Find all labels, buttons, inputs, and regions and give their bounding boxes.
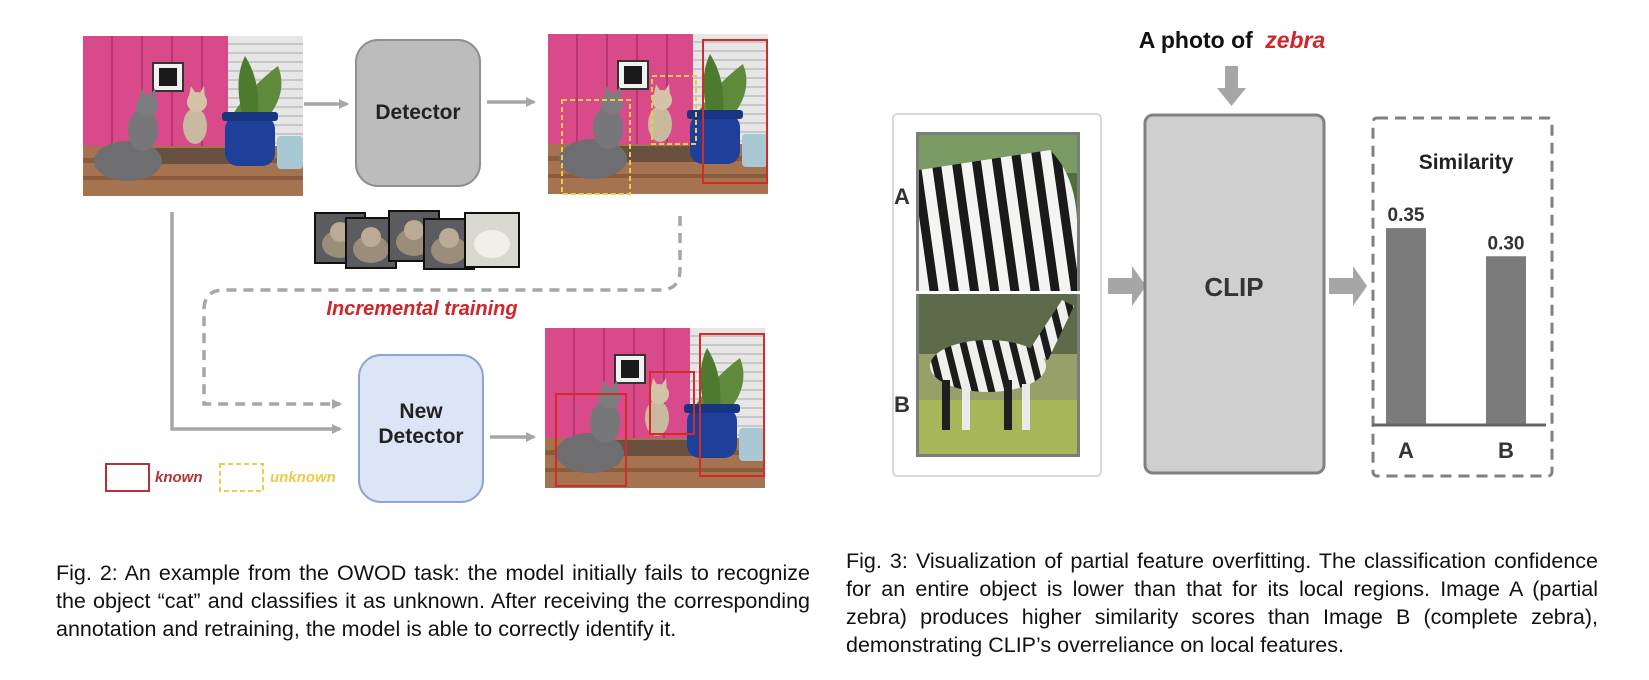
similarity-value-label-a: 0.35 [1388, 205, 1425, 226]
incremental-training-label: Incremental training [326, 298, 517, 320]
similarity-category-label-b: B [1498, 438, 1514, 463]
incremental-training-path [202, 216, 682, 409]
clip-prompt-prefix: A photo of [1139, 27, 1253, 53]
arrow-image-to-clip [1108, 266, 1146, 306]
known-box-cat-left [555, 393, 627, 487]
image-label-a: A [894, 184, 910, 209]
similarity-bar-b [1486, 256, 1526, 425]
similarity-category-label-a: A [1398, 438, 1414, 463]
new-detector-box: New Detector [358, 354, 484, 503]
new-detector-label-line1: New [399, 400, 443, 423]
known-box-plant-bottom [699, 333, 765, 477]
zebra-image-panel [892, 113, 1102, 477]
similarity-title: Similarity [1419, 151, 1514, 174]
figure-2-caption: Fig. 2: An example from the OWOD task: t… [56, 560, 810, 641]
zebra-image-b [919, 294, 1077, 454]
clip-model-box: CLIP [1143, 113, 1326, 475]
legend-known-label: known [155, 469, 203, 486]
similarity-value-label-b: 0.30 [1488, 233, 1525, 254]
similarity-bar-chart: 0.35A 0.30B [1386, 205, 1526, 463]
clip-prompt: A photo of zebra [1139, 27, 1326, 53]
prompt-down-arrow [1217, 66, 1246, 106]
new-detector-label-line2: Detector [378, 425, 463, 448]
arrow-clip-to-similarity [1329, 266, 1367, 306]
legend-unknown-swatch [219, 463, 264, 492]
detector-label: Detector [375, 101, 460, 124]
legend-known-swatch [105, 463, 150, 492]
zebra-image-a [919, 135, 1077, 291]
clip-prompt-class: zebra [1264, 27, 1325, 53]
legend: known unknown [105, 463, 336, 492]
input-to-new-detector-path [170, 212, 342, 434]
similarity-panel: Similarity 0.35A 0.30B [1371, 116, 1554, 478]
image-label-b: B [894, 392, 910, 417]
legend-unknown-label: unknown [270, 469, 336, 486]
clip-label: CLIP [1204, 272, 1263, 302]
detector-box: Detector [355, 39, 481, 187]
similarity-bar-a [1386, 228, 1426, 425]
cat-annotation-thumbnails [314, 210, 520, 270]
unknown-box-cat-left [561, 99, 631, 195]
known-box-cat-right [649, 371, 695, 435]
known-box-plant [702, 39, 768, 184]
figure-3-caption: Fig. 3: Visualization of partial feature… [846, 548, 1598, 657]
